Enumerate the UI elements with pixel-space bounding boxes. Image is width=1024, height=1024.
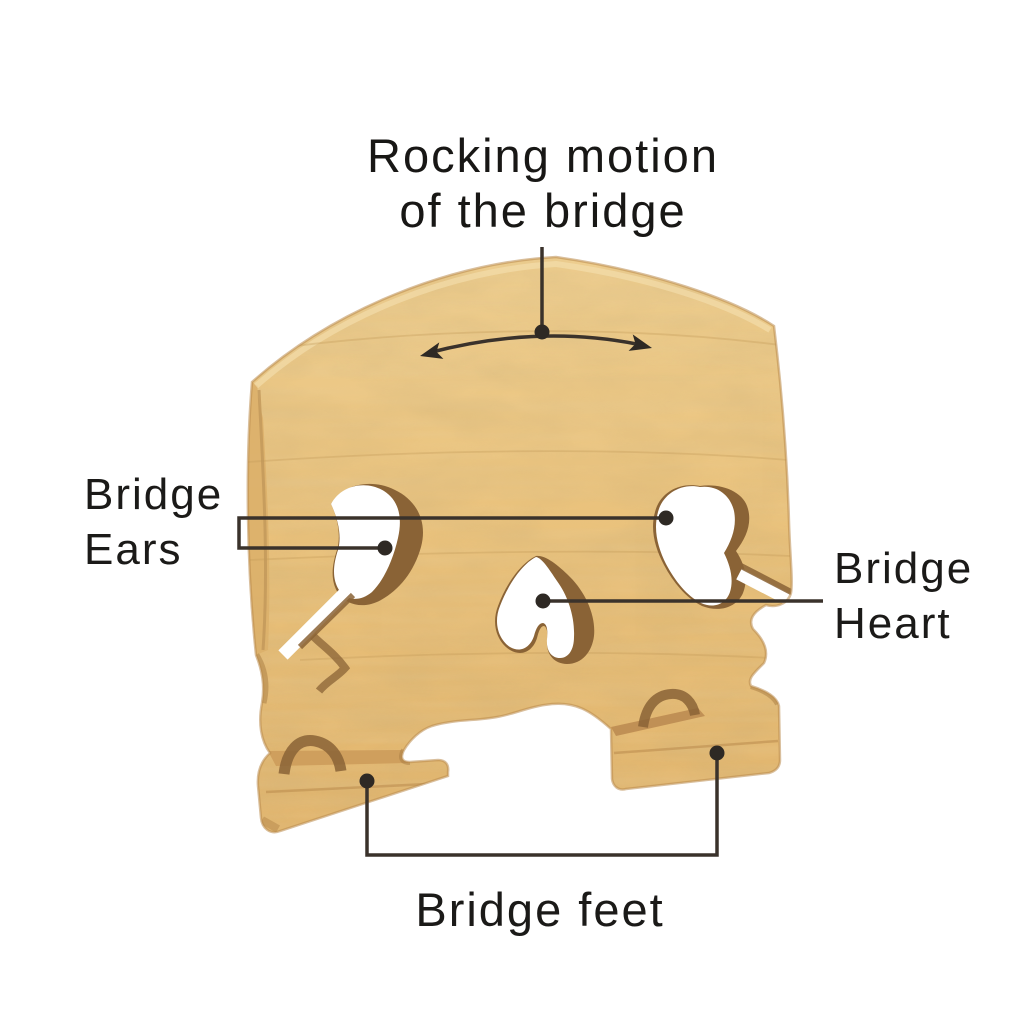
bridge-heart-line-1: Bridge bbox=[834, 544, 974, 593]
label-bridge-heart: Bridge Heart bbox=[834, 542, 973, 651]
heart-hole bbox=[496, 557, 575, 658]
title-line-2: of the bridge bbox=[399, 184, 687, 238]
left-ear-dot bbox=[377, 540, 393, 556]
right-foot-arch bbox=[638, 688, 700, 728]
rocking-arc bbox=[427, 334, 647, 355]
left-ear-hole bbox=[331, 485, 400, 599]
right-ear-dot bbox=[658, 510, 674, 526]
bridge-feet-text: Bridge feet bbox=[415, 883, 665, 936]
label-bridge-ears: Bridge Ears bbox=[84, 468, 223, 577]
title-line-1: Rocking motion bbox=[367, 129, 719, 182]
bridge-outline bbox=[246, 255, 793, 834]
label-bridge-feet: Bridge feet bbox=[415, 882, 664, 937]
bridge-heart-line-2: Heart bbox=[834, 598, 952, 648]
bridge-body bbox=[247, 257, 792, 833]
heart-dot bbox=[535, 593, 551, 609]
ears-bracket-line bbox=[237, 516, 666, 550]
right-ear-hole bbox=[655, 486, 735, 606]
arrow-right-icon bbox=[628, 334, 652, 351]
diagram-title: Rocking motion of the bridge bbox=[367, 128, 719, 239]
arrow-left-icon bbox=[420, 342, 444, 359]
left-foot-dot bbox=[359, 773, 375, 789]
left-foot-arch bbox=[278, 735, 347, 775]
bridge-ears-line-2: Ears bbox=[84, 524, 183, 574]
bridge-ears-line-1: Bridge bbox=[84, 470, 224, 519]
right-foot-top-face bbox=[611, 708, 705, 736]
rocking-dot bbox=[534, 324, 550, 340]
feet-bracket-line bbox=[365, 753, 719, 857]
right-foot-dot bbox=[709, 745, 725, 761]
